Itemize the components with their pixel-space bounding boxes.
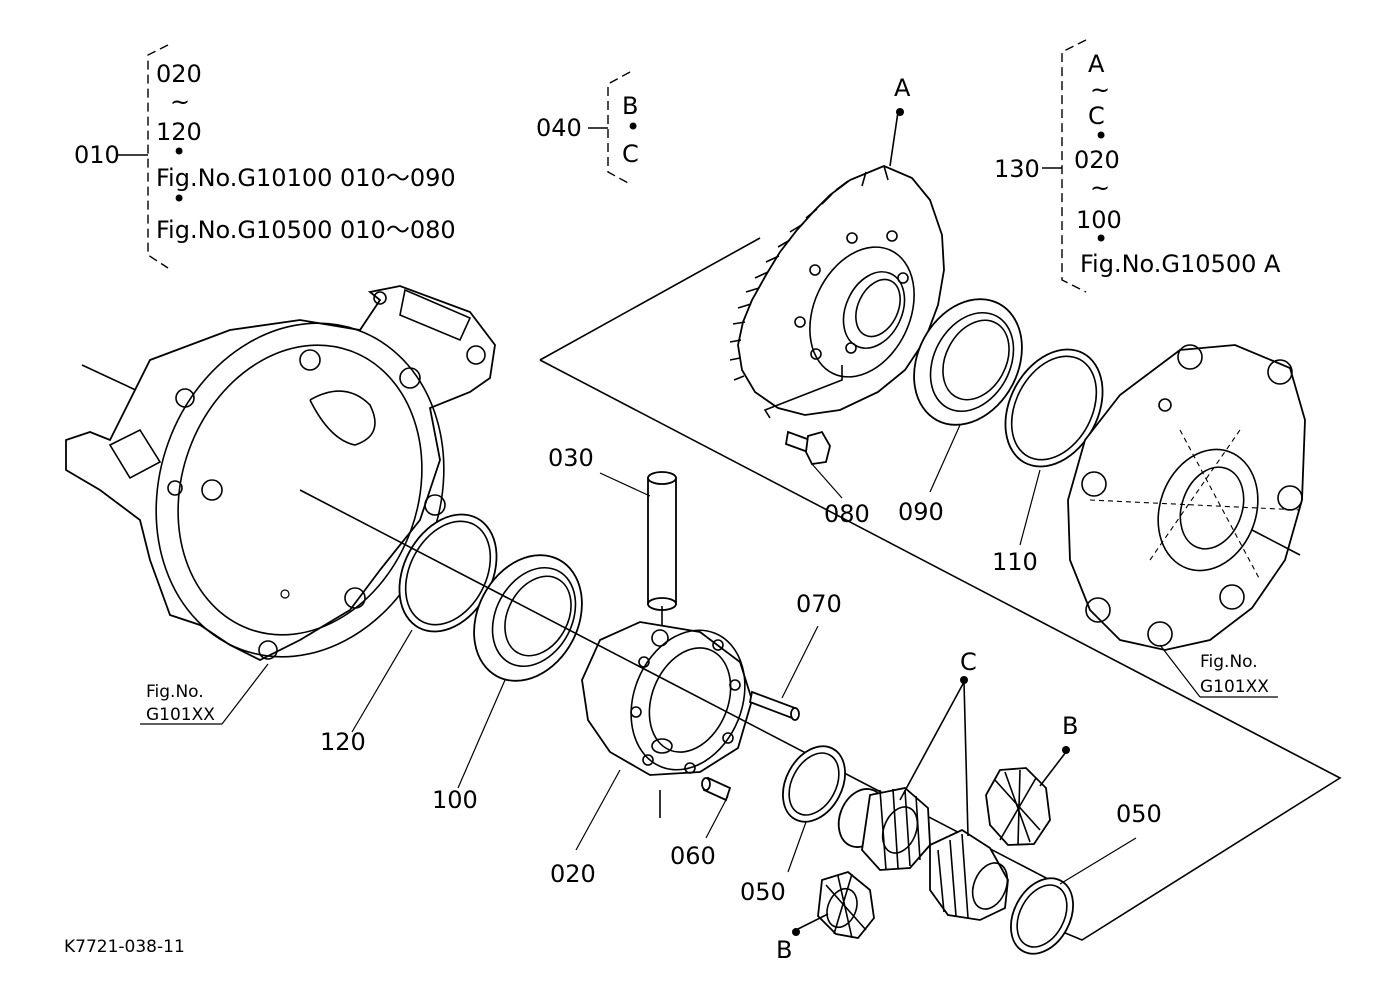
assembly-outline bbox=[539, 237, 1342, 941]
bracket-130-line-9: Fig.No.G10500 A bbox=[1080, 250, 1281, 278]
bracket-010-line-5: Fig.No.G10100 010～090 bbox=[156, 164, 456, 192]
washer-050-left bbox=[782, 745, 846, 873]
side-gear-c-lower bbox=[899, 676, 1009, 921]
bracket-040: 040 B • C bbox=[536, 71, 640, 185]
pin-060 bbox=[701, 776, 732, 839]
bracket-130-line-6: ~ bbox=[1090, 174, 1110, 202]
bracket-130-line-7: 100 bbox=[1076, 206, 1122, 234]
bracket-130-ref: 130 bbox=[994, 155, 1040, 183]
callout-030: 030 bbox=[548, 444, 594, 472]
callout-080: 080 bbox=[824, 500, 870, 528]
ring-gear-a bbox=[729, 108, 945, 419]
drawing-id: K7721-038-11 bbox=[64, 937, 185, 957]
mark-a: A bbox=[894, 74, 911, 102]
bracket-010-line-4: • bbox=[172, 138, 186, 166]
bracket-010-line-7: Fig.No.G10500 010～080 bbox=[156, 216, 456, 244]
pin-030 bbox=[599, 471, 677, 625]
bracket-010-line-2: ~ bbox=[170, 88, 190, 116]
mark-b-lower: B bbox=[776, 936, 792, 964]
bracket-130-line-1: A bbox=[1088, 50, 1105, 78]
bracket-010-line-6: • bbox=[172, 185, 186, 213]
bracket-130-line-3: C bbox=[1088, 102, 1105, 130]
bracket-040-line-1: B bbox=[622, 92, 638, 120]
bracket-130: 130 A ~ C • 020 ~ 100 • Fig.No.G10500 A bbox=[994, 39, 1281, 293]
fig-ref-right-line2: G101XX bbox=[1200, 677, 1269, 697]
callout-100: 100 bbox=[432, 786, 478, 814]
bracket-040-line-2: • bbox=[626, 113, 640, 141]
fig-ref-left-line1: Fig.No. bbox=[146, 682, 204, 702]
bracket-010-ref: 010 bbox=[74, 141, 120, 169]
callout-labels: 030 070 080 090 110 120 100 020 060 050 … bbox=[320, 74, 1162, 964]
bracket-130-line-8: • bbox=[1094, 225, 1108, 253]
callout-090: 090 bbox=[898, 498, 944, 526]
bearing-100 bbox=[457, 554, 583, 789]
fig-ref-right-line1: Fig.No. bbox=[1200, 652, 1258, 672]
right-cover bbox=[1067, 344, 1306, 698]
fig-ref-left-line2: G101XX bbox=[146, 705, 215, 725]
callout-050-right: 050 bbox=[1116, 800, 1162, 828]
mark-b-upper: B bbox=[1062, 712, 1078, 740]
bracket-130-line-2: ~ bbox=[1090, 76, 1110, 104]
fig-ref-left: Fig.No. G101XX bbox=[140, 663, 269, 725]
shim-120 bbox=[351, 513, 498, 733]
diff-case-020 bbox=[575, 621, 753, 851]
bearing-090 bbox=[913, 298, 1023, 493]
mark-c: C bbox=[960, 648, 977, 676]
side-gear-c-upper bbox=[837, 787, 931, 871]
bracket-040-ref: 040 bbox=[536, 114, 582, 142]
callout-120: 120 bbox=[320, 728, 366, 756]
fig-ref-right: Fig.No. G101XX bbox=[1200, 652, 1269, 697]
callout-020: 020 bbox=[550, 860, 596, 888]
left-housing bbox=[65, 285, 496, 662]
pin-070 bbox=[748, 625, 819, 721]
pinion-b-lower bbox=[792, 870, 875, 939]
bracket-010-line-3: 120 bbox=[156, 118, 202, 146]
bracket-130-line-4: • bbox=[1094, 122, 1108, 150]
callout-060: 060 bbox=[670, 842, 716, 870]
callout-050-left: 050 bbox=[740, 878, 786, 906]
pinion-b-upper bbox=[985, 746, 1070, 846]
callout-110: 110 bbox=[992, 548, 1038, 576]
washer-050-right bbox=[1010, 837, 1137, 955]
callout-070: 070 bbox=[796, 590, 842, 618]
bolt-080 bbox=[784, 430, 843, 499]
bracket-010: 010 020 ~ 120 • Fig.No.G10100 010～090 • … bbox=[74, 44, 456, 269]
bracket-040-line-3: C bbox=[622, 140, 639, 168]
bracket-130-line-5: 020 bbox=[1074, 146, 1120, 174]
bracket-010-line-1: 020 bbox=[156, 60, 202, 88]
